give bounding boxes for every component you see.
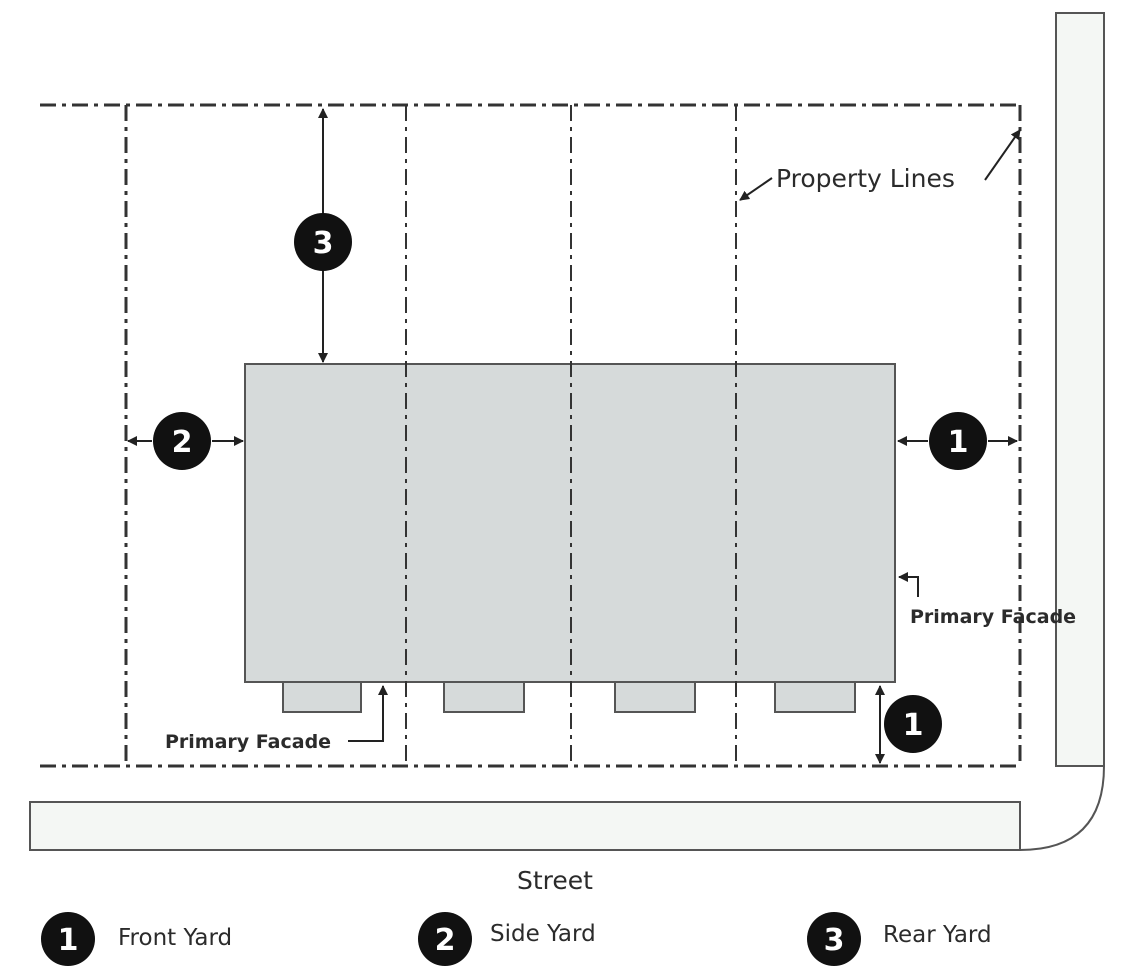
legend-item-front-yard: 1 Front Yard (41, 912, 232, 966)
legend-item-rear-yard: 3 Rear Yard (807, 912, 992, 966)
marker-circle (294, 213, 352, 271)
primary-facade-label-bottom: Primary Facade (165, 731, 331, 753)
legend-label: Rear Yard (883, 922, 992, 948)
step (774, 681, 856, 713)
marker-rear-yard: 3 (294, 213, 352, 271)
legend-label: Side Yard (490, 921, 596, 947)
building-steps (282, 681, 856, 713)
marker-number: 3 (313, 226, 334, 261)
legend-marker (418, 912, 472, 966)
marker-circle (929, 412, 987, 470)
step (282, 681, 362, 713)
legend-marker (807, 912, 861, 966)
marker-side-yard: 2 (153, 412, 211, 470)
legend: 1 Front Yard 2 Side Yard 3 Rear Yard (41, 912, 992, 966)
property-lines-pointer-left (739, 177, 773, 201)
street-roads (29, 12, 1105, 851)
step (614, 681, 696, 713)
primary-facade-label-right: Primary Facade (910, 606, 1076, 628)
dimension-arrows (127, 108, 1021, 764)
legend-marker (41, 912, 95, 966)
marker-number: 1 (903, 708, 924, 743)
property-lines (40, 103, 1022, 768)
legend-number: 3 (824, 923, 845, 958)
street-corner-curve (1019, 765, 1105, 851)
legend-label: Front Yard (118, 925, 232, 951)
legend-number: 1 (58, 923, 79, 958)
marker-front-yard-right: 1 (929, 412, 987, 470)
marker-front-yard-bottom: 1 (884, 695, 942, 753)
vertical-street (1055, 12, 1105, 767)
property-lines-pointer-right (984, 129, 1021, 181)
legend-item-side-yard: 2 Side Yard (418, 912, 596, 966)
street-label: Street (517, 866, 593, 895)
facade-pointer-right (898, 572, 919, 597)
step (443, 681, 525, 713)
horizontal-street (29, 801, 1021, 851)
property-lines-label: Property Lines (776, 164, 955, 193)
marker-number: 1 (948, 425, 969, 460)
legend-number: 2 (435, 923, 456, 958)
marker-circle (884, 695, 942, 753)
marker-number: 2 (172, 425, 193, 460)
marker-circle (153, 412, 211, 470)
facade-pointer-bottom (348, 685, 388, 742)
